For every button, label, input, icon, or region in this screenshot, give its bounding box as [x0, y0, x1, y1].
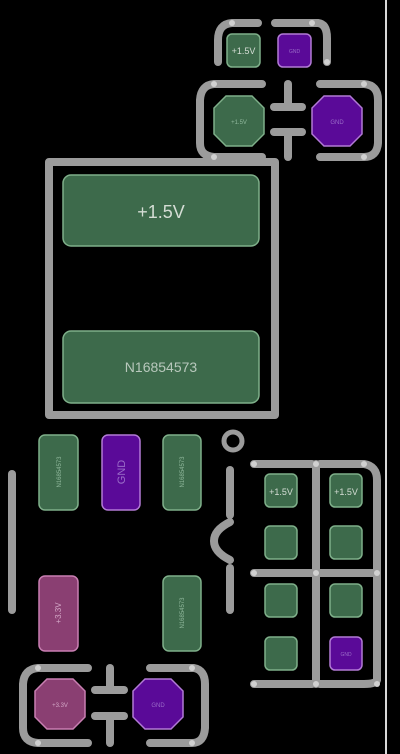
silk-dot — [361, 154, 367, 160]
pad-label-tr-oct-left: +1.5V — [231, 120, 247, 126]
silk-dot — [324, 59, 330, 65]
silk-outline-top-oct — [196, 80, 382, 161]
silk-dot — [361, 81, 367, 87]
silk-left-notch — [210, 518, 234, 564]
silk-dot — [189, 665, 195, 671]
silk-dot — [374, 570, 380, 576]
pad-bot-oct-left[interactable] — [34, 678, 86, 730]
pad-grid-r1c1[interactable] — [264, 473, 298, 508]
silk-dot — [229, 20, 235, 26]
pad-grid-r2c2[interactable] — [329, 525, 363, 560]
pad-mid-3[interactable] — [162, 434, 202, 511]
pad-label-bot-oct-left: +3.3V — [52, 703, 68, 709]
silk-dot — [211, 154, 217, 160]
silk-dot — [313, 570, 319, 576]
silk-dots — [35, 20, 380, 746]
silk-dot — [313, 461, 319, 467]
pad-grid-r2c1[interactable] — [264, 525, 298, 560]
pad-big-top[interactable] — [62, 174, 260, 247]
silk-dot — [309, 20, 315, 26]
silk-pin1-marker — [221, 429, 245, 453]
pad-tr-small-right[interactable] — [277, 33, 312, 68]
pad-mid-2[interactable] — [101, 434, 141, 511]
silk-dot — [251, 681, 257, 687]
pad-label-big-bottom: N16854573 — [125, 359, 198, 375]
pad-label-mid-1: N16854573 — [57, 456, 63, 488]
pad-tr-oct-right[interactable] — [311, 95, 363, 147]
silk-dot — [313, 681, 319, 687]
silkscreen-layer — [8, 19, 382, 747]
pad-grid-r4c1[interactable] — [264, 636, 298, 671]
silk-dot — [189, 740, 195, 746]
pad-big-bottom[interactable] — [62, 330, 260, 404]
pad-tr-oct-left[interactable] — [213, 95, 265, 147]
pad-label-bl-pink: +3.3V — [54, 602, 63, 624]
pad-bl-green[interactable] — [162, 575, 202, 652]
silk-grid-outline — [250, 460, 381, 688]
pad-tr-small-left[interactable] — [226, 33, 261, 68]
silk-dot — [251, 570, 257, 576]
pad-bl-pink[interactable] — [38, 575, 79, 652]
pad-label-big-top: +1.5V — [137, 202, 185, 222]
pad-label-grid-r4c2: GND — [340, 652, 352, 658]
pad-label-tr-small-left: +1.5V — [232, 46, 256, 56]
silk-outline-top-small — [214, 19, 331, 66]
pad-label-tr-oct-right: GND — [330, 120, 344, 126]
pad-label-mid-2: GND — [116, 460, 128, 485]
pad-bot-oct-right[interactable] — [132, 678, 184, 730]
silk-dot — [35, 740, 41, 746]
silk-dot — [361, 461, 367, 467]
silk-outline-big — [45, 158, 279, 419]
silk-dot — [251, 461, 257, 467]
silk-dot — [35, 665, 41, 671]
pad-label-bl-green: N16854573 — [180, 597, 186, 629]
silk-outline-bottom-oct — [19, 664, 209, 747]
pad-grid-r1c2[interactable] — [329, 473, 363, 508]
pad-mid-1[interactable] — [38, 434, 79, 511]
pad-label-mid-3: N16854573 — [180, 456, 186, 488]
silk-dot — [211, 81, 217, 87]
pad-label-tr-small-right: GND — [289, 49, 301, 55]
pad-label-grid-r1c2: +1.5V — [334, 487, 358, 497]
pad-label-grid-r1c1: +1.5V — [269, 487, 293, 497]
silk-dot — [374, 681, 380, 687]
pad-grid-r4c2[interactable] — [329, 636, 363, 671]
pad-grid-r3c1[interactable] — [264, 583, 298, 618]
pad-label-bot-oct-right: GND — [151, 703, 165, 709]
pad-grid-r3c2[interactable] — [329, 583, 363, 618]
